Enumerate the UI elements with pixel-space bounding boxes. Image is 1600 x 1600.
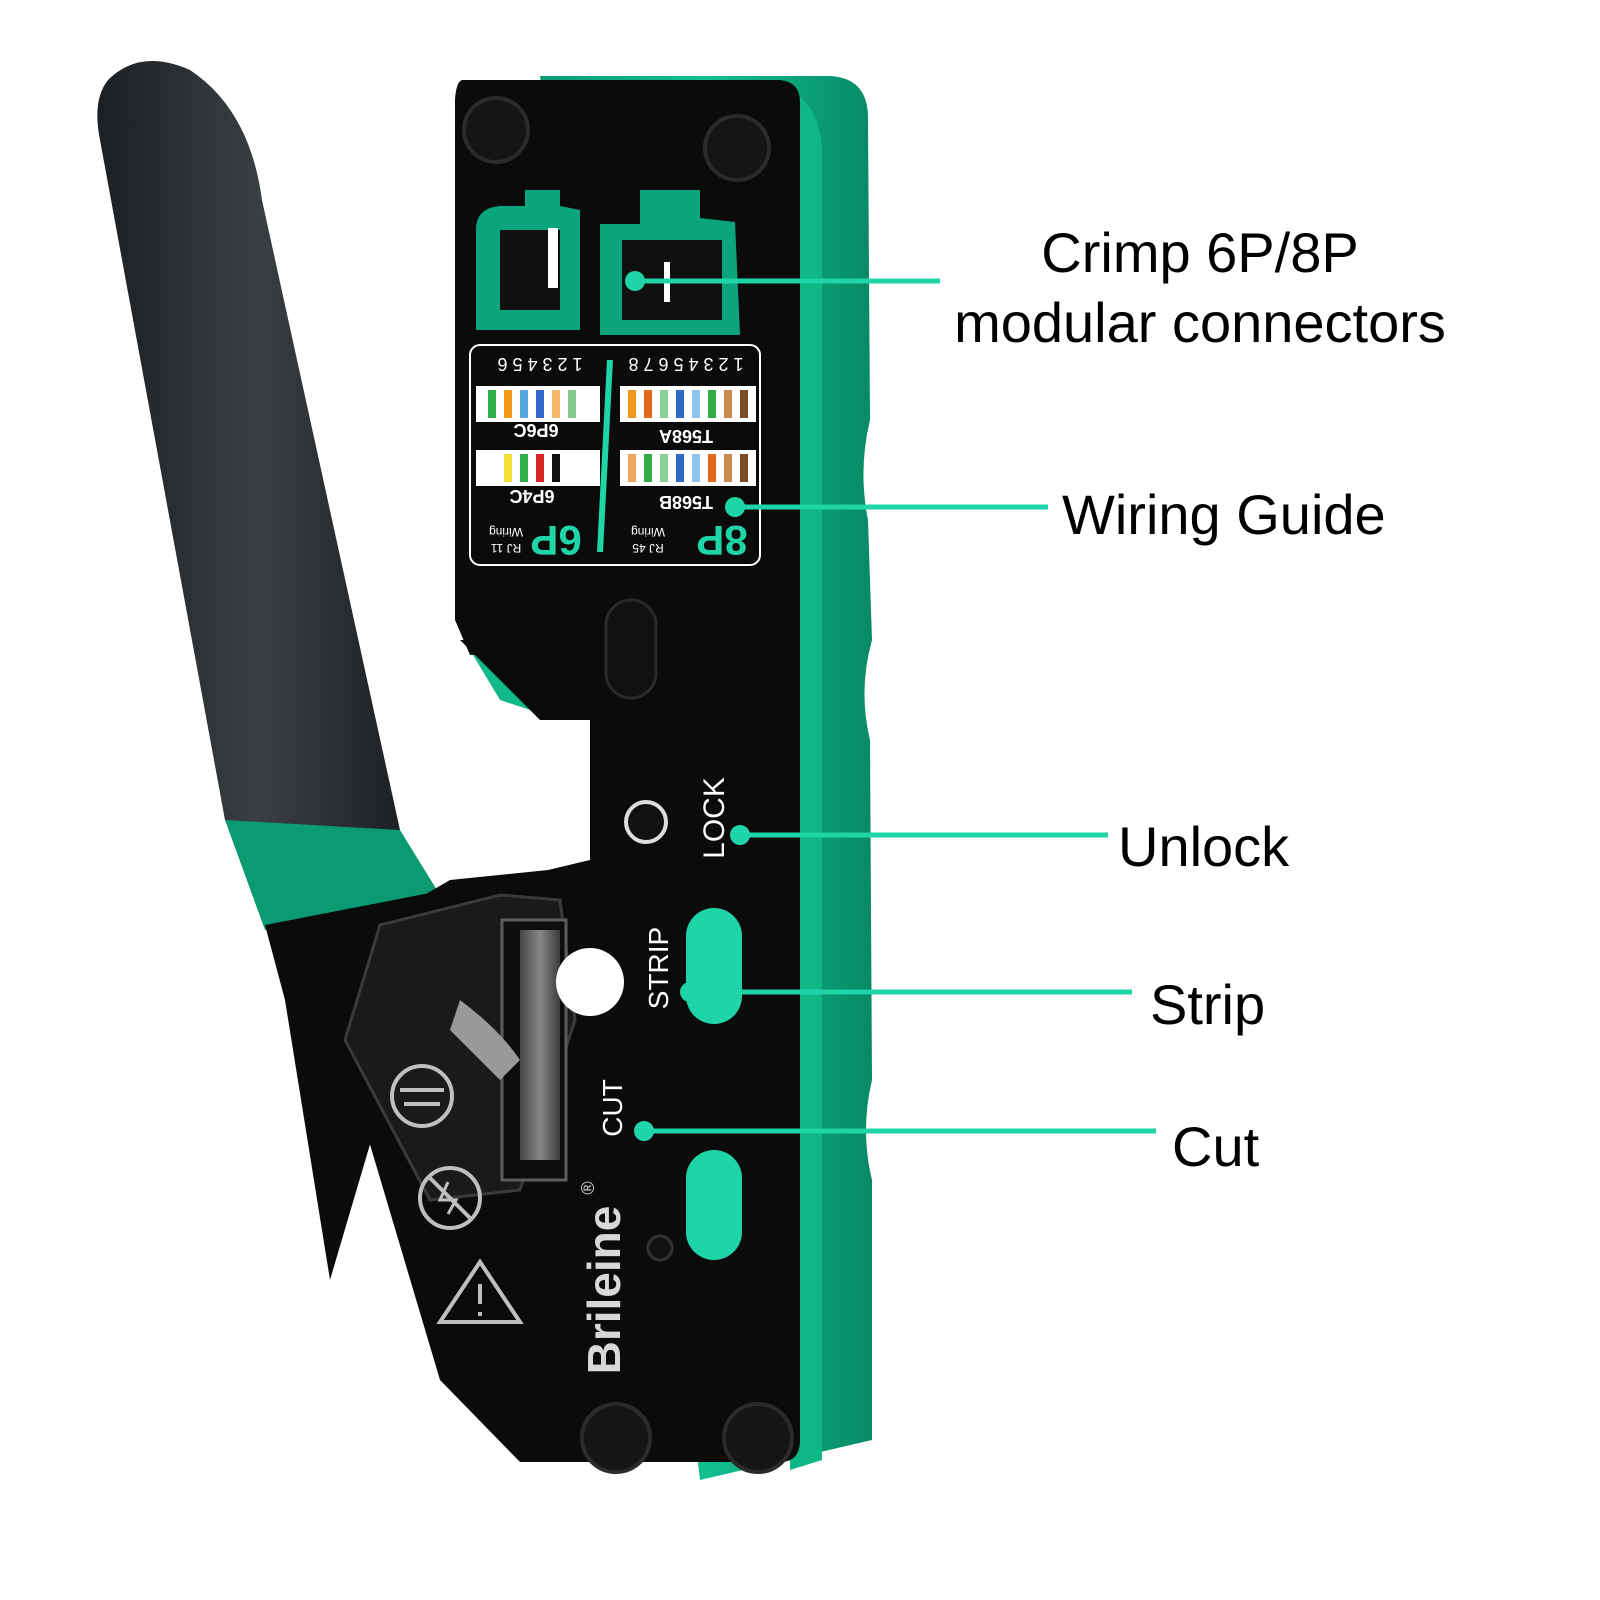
pins-6-text: 1 2 3 4 5 6: [497, 354, 582, 374]
callout-cut: Cut: [1172, 1115, 1260, 1178]
callout-lines: [625, 271, 1156, 1141]
small-screw-hole: [646, 1234, 674, 1262]
big-6p-text: 6P: [530, 517, 581, 564]
pins-8-text: 1 2 3 4 5 6 7 8: [628, 354, 743, 374]
callout-wiring-guide: Wiring Guide: [1062, 483, 1386, 546]
warning-icons: [390, 1064, 524, 1324]
warning-triangle-icon: [436, 1258, 524, 1324]
glasses-icon: [390, 1064, 454, 1128]
no-electric-icon: [418, 1166, 482, 1230]
cut-text: CUT: [597, 1079, 628, 1137]
label-t568a: T568A: [659, 426, 713, 446]
big-8p-text: 8P: [696, 517, 747, 564]
rj11-text: RJ 11: [490, 541, 521, 555]
callout-crimp-line1: Crimp 6P/8P: [1041, 221, 1359, 284]
wiring-text-rj45: Wiring: [631, 525, 665, 539]
label-6p6c: 6P6C: [513, 420, 558, 440]
stripper-blade-housing: [343, 893, 624, 1202]
callout-crimp-line2: modular connectors: [954, 291, 1446, 354]
strip-text: STRIP: [643, 927, 674, 1009]
strip-slot[interactable]: [686, 908, 742, 1024]
cut-slot[interactable]: [686, 1150, 742, 1260]
brand-text: Brileine: [578, 1206, 630, 1375]
lock-button[interactable]: [624, 800, 668, 844]
guide-slot: [604, 598, 658, 700]
label-t568b: T568B: [659, 492, 713, 512]
rj45-text: RJ 45: [632, 541, 664, 555]
registered-mark: ®: [578, 1181, 598, 1194]
brand-logo: Brileine: [578, 1206, 630, 1375]
callout-crimp: Crimp 6P/8P modular connectors: [930, 218, 1470, 358]
wiring-text-rj11: Wiring: [489, 525, 523, 539]
screws: [462, 96, 794, 1474]
label-6p4c: 6P4C: [509, 486, 554, 506]
wiring-guide-panel: 1 2 3 4 5 6 1 2 3 4 5 6 7 8 6P6C: [469, 344, 761, 566]
callout-strip: Strip: [1150, 973, 1266, 1036]
lock-text: LOCK: [698, 777, 731, 859]
callout-unlock: Unlock: [1118, 815, 1290, 878]
